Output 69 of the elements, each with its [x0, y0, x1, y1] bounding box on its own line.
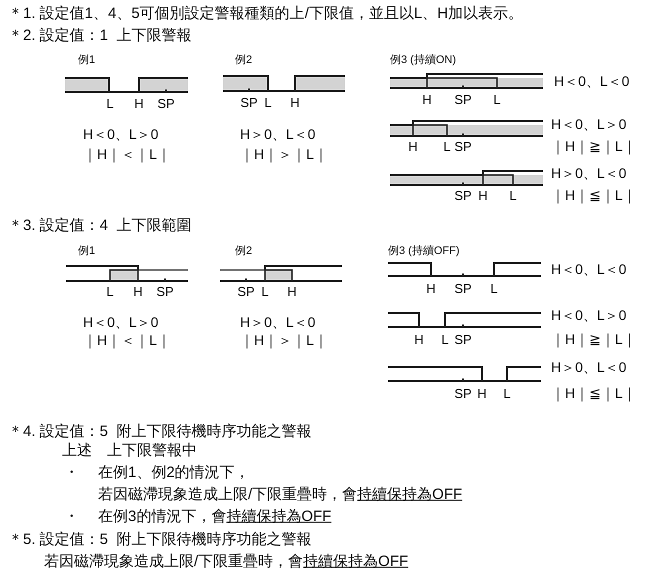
condition-text: H＞0、L＜0: [551, 164, 626, 181]
axis-letter: H: [408, 138, 418, 154]
axis-letter: H: [134, 96, 144, 111]
condition-text: H＜0、L＜0: [554, 72, 630, 89]
axis-letter: H: [133, 284, 143, 299]
example-label: 例1: [78, 54, 96, 66]
condition-text: ｜H｜≦｜L｜: [551, 384, 637, 401]
axis-letter: SP: [454, 280, 472, 296]
axis-letter: L: [503, 386, 511, 401]
bullet: ・: [64, 508, 79, 525]
axis-letter: SP: [454, 386, 472, 401]
note-text: 若因磁滯現象造成上限/下限重疊時，會: [44, 552, 304, 570]
axis-letter: L: [441, 332, 449, 347]
axis-letter: SP: [454, 138, 472, 154]
axis-letter: L: [443, 138, 451, 154]
axis-letter: SP: [240, 94, 258, 110]
example-label: 例3 (持續ON): [390, 54, 456, 66]
axis-letter: L: [509, 188, 517, 203]
condition-text: H＜0、L＞0: [83, 126, 158, 142]
section-heading: ＊2. 設定值：1 上下限警報: [8, 26, 192, 44]
underlined-text: 持續保持為OFF: [303, 552, 408, 570]
axis-letter: H: [478, 188, 488, 203]
example-label: 例3 (持續OFF): [388, 244, 460, 257]
bullet: ・: [64, 464, 79, 481]
axis-letter: L: [490, 280, 498, 296]
axis-letter: H: [414, 332, 424, 347]
axis-letter: SP: [454, 188, 472, 203]
condition-text: H＜0、L＞0: [551, 306, 626, 323]
condition-text: ｜H｜＞｜L｜: [240, 332, 328, 348]
condition-text: H＜0、L＞0: [83, 314, 158, 330]
axis-letter: SP: [454, 92, 472, 107]
example-label: 例2: [235, 54, 252, 66]
condition-text: ｜H｜≧｜L｜: [551, 138, 637, 154]
condition-text: H＞0、L＜0: [240, 314, 316, 330]
condition-text: ｜H｜＞｜L｜: [240, 146, 328, 162]
section-heading: ＊5. 設定值：5 附上下限待機時序功能之警報: [8, 530, 312, 548]
note-text: 在例1、例2的情況下，: [98, 464, 250, 481]
axis-letter: L: [264, 94, 272, 110]
axis-letter: H: [287, 284, 297, 299]
axis-letter: SP: [156, 284, 174, 299]
axis-letter: L: [106, 96, 114, 111]
axis-letter: L: [493, 92, 501, 107]
axis-letter: H: [290, 94, 300, 110]
axis-letter: L: [106, 284, 114, 299]
axis-letter: SP: [157, 96, 175, 111]
note-text: 若因磁滯現象造成上限/下限重疊時，會: [98, 486, 358, 503]
condition-text: ｜H｜≧｜L｜: [551, 330, 637, 347]
note-text: 上述 上下限警報中: [62, 442, 197, 459]
note-text: 在例3的情況下，會: [98, 508, 226, 525]
example-label: 例1: [78, 244, 96, 257]
note-text: ＊1. 設定值1、4、5可個別設定警報種類的上/下限值，並且以L、H加以表示。: [8, 4, 524, 22]
condition-text: H＞0、L＜0: [551, 358, 626, 375]
section-heading: ＊4. 設定值：5 附上下限待機時序功能之警報: [8, 422, 312, 440]
axis-letter: H: [422, 92, 432, 107]
axis-letter: L: [261, 284, 269, 299]
section-heading: ＊3. 設定值：4 上下限範圍: [8, 216, 192, 234]
condition-text: ｜H｜＜｜L｜: [83, 146, 171, 162]
underlined-text: 持續保持為OFF: [226, 508, 332, 525]
condition-text: ｜H｜≦｜L｜: [551, 186, 637, 203]
axis-letter: SP: [454, 332, 472, 347]
axis-letter: H: [426, 280, 436, 296]
condition-text: ｜H｜＜｜L｜: [83, 332, 171, 348]
underlined-text: 持續保持為OFF: [357, 486, 462, 503]
axis-letter: SP: [237, 284, 255, 299]
condition-text: H＜0、L＜0: [551, 260, 626, 277]
axis-letter: H: [477, 386, 487, 401]
condition-text: H＞0、L＜0: [240, 126, 316, 142]
condition-text: H＜0、L＞0: [551, 116, 626, 132]
example-label: 例2: [235, 244, 252, 257]
